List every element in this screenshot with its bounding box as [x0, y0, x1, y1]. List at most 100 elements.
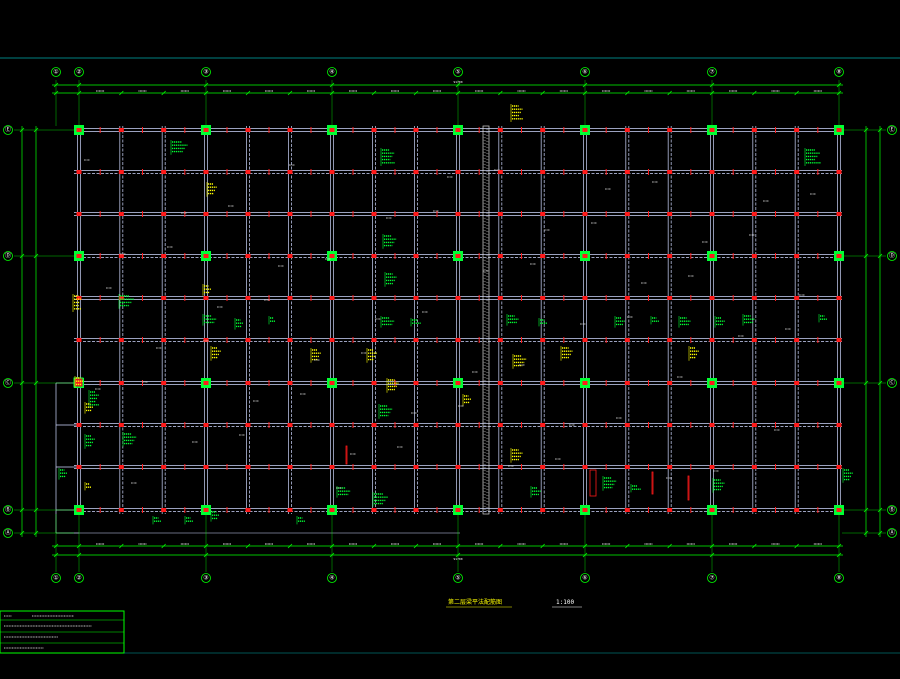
- rebar-mark: [203, 254, 209, 258]
- dimension-tick: [498, 90, 503, 96]
- joint-hatch: [483, 385, 489, 389]
- joint-hatch: [483, 328, 489, 332]
- joint-hatch: [483, 292, 489, 296]
- axis-bubble: Ⓐ: [887, 528, 897, 538]
- rebar-mark: [413, 212, 419, 216]
- dimension-tick: [752, 543, 757, 549]
- joint-hatch: [483, 451, 489, 455]
- rebar-mark: [371, 338, 377, 342]
- rebar-mark: [413, 465, 419, 469]
- joint-hatch: [483, 367, 489, 371]
- rebar-mark: [751, 465, 757, 469]
- joint-hatch: [483, 364, 489, 368]
- rebar-mark: [203, 212, 209, 216]
- beam-annotation: [712, 478, 725, 493]
- joint-hatch: [483, 172, 489, 176]
- axis-bubble: ③: [201, 67, 211, 77]
- rebar-mark: [161, 465, 167, 469]
- dimension-tick: [667, 543, 672, 549]
- rebar-mark: [118, 170, 124, 174]
- joint-hatch: [483, 448, 489, 452]
- beam-annotation: [88, 390, 100, 408]
- beam-annotation: [688, 346, 699, 361]
- rebar-mark: [709, 338, 715, 342]
- rebar-mark: [667, 170, 673, 174]
- rebar-mark: [413, 170, 419, 174]
- joint-hatch: [483, 334, 489, 338]
- beam-annotation: [268, 316, 276, 325]
- axis-bubble-circle: [580, 573, 590, 583]
- beam-annotation: [530, 486, 541, 498]
- joint-hatch: [483, 463, 489, 467]
- joint-hatch: [483, 295, 489, 299]
- axis-bubble-circle: [887, 251, 897, 261]
- column-markers: [73, 125, 844, 515]
- axis-bubble-label: Ⓓ: [5, 252, 11, 260]
- dimension-tick: [752, 90, 757, 96]
- joint-hatch: [483, 340, 489, 344]
- joint-hatch: [483, 184, 489, 188]
- rebar-mark: [751, 338, 757, 342]
- rebar-mark: [371, 170, 377, 174]
- axis-bubble: ⑥: [580, 573, 590, 583]
- rebar-mark: [455, 170, 461, 174]
- joint-hatch: [483, 349, 489, 353]
- joint-hatch: [483, 235, 489, 239]
- axis-bubble-circle: [3, 528, 13, 538]
- beam-annotation: [366, 348, 377, 363]
- dimension-tick: [371, 90, 377, 96]
- beam-annotation: [742, 314, 755, 326]
- joint-hatch: [483, 370, 489, 374]
- rebar-mark: [161, 170, 167, 174]
- rebar-mark: [161, 296, 167, 300]
- rebar-mark: [540, 338, 546, 342]
- axis-bubble-label: ①: [53, 575, 58, 582]
- rebar-mark: [794, 381, 800, 385]
- rebar-mark: [413, 381, 419, 385]
- dimension-tick: [161, 543, 166, 549]
- axis-bubble-circle: [887, 125, 897, 135]
- axis-bubble-circle: [707, 573, 717, 583]
- joint-hatch: [483, 157, 489, 161]
- beam-annotation: [84, 482, 92, 491]
- joint-hatch: [483, 217, 489, 221]
- rebar-mark: [709, 128, 715, 132]
- joint-hatch: [483, 202, 489, 206]
- rebar-mark: [413, 423, 419, 427]
- axis-bubble-circle: [887, 378, 897, 388]
- rebar-mark: [497, 381, 503, 385]
- axis-bubble-circle: [3, 251, 13, 261]
- beam-annotation: [410, 318, 421, 327]
- joint-hatch: [483, 490, 489, 494]
- joint-hatch: [483, 499, 489, 503]
- axis-bubble-label: ⑥: [582, 69, 587, 76]
- joint-hatch: [483, 436, 489, 440]
- rebar-mark: [709, 465, 715, 469]
- joint-hatch: [483, 271, 489, 275]
- rebar-mark: [329, 381, 335, 385]
- joint-hatch: [483, 313, 489, 317]
- rebar-mark: [582, 170, 588, 174]
- rebar-mark: [709, 508, 715, 512]
- beam-annotation: [152, 516, 161, 525]
- rebar-mark: [751, 296, 757, 300]
- rebar-mark: [836, 296, 842, 300]
- beam-annotation: [206, 182, 217, 197]
- dimension-tick: [245, 90, 251, 96]
- dimension-lines: [14, 80, 886, 572]
- joint-hatch: [483, 145, 489, 149]
- dimension-tick: [540, 90, 545, 96]
- joint-hatch: [483, 388, 489, 392]
- rebar-mark: [667, 212, 673, 216]
- rebar-mark: [582, 254, 588, 258]
- axis-bubble-circle: [74, 573, 84, 583]
- joint-hatch: [483, 379, 489, 383]
- rebar-mark: [76, 254, 82, 258]
- axis-bubble-label: ③: [203, 69, 208, 76]
- dimension-tick: [498, 543, 503, 549]
- joint-hatch: [483, 502, 489, 506]
- joint-hatch: [483, 187, 489, 191]
- axis-bubble: ②: [74, 67, 84, 77]
- beam-annotation: [630, 484, 641, 493]
- rebar-mark: [203, 423, 209, 427]
